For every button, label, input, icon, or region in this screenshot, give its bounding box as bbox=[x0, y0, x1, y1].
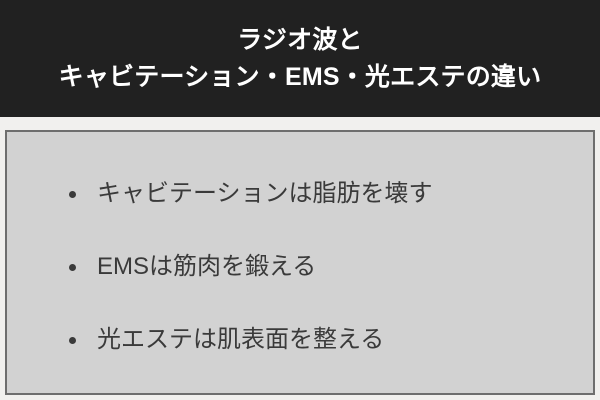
bullet-dot-icon bbox=[69, 336, 76, 344]
bullet-dot-icon bbox=[69, 190, 76, 198]
slide-header: ラジオ波と キャビテーション・EMS・光エステの違い bbox=[0, 0, 600, 117]
content-card: キャビテーションは脂肪を壊す EMSは筋肉を鍛える 光エステは肌表面を整える bbox=[5, 130, 595, 395]
list-item-label: キャビテーションは脂肪を壊す bbox=[97, 180, 433, 207]
list-item: EMSは筋肉を鍛える bbox=[69, 250, 316, 284]
list-item: キャビテーションは脂肪を壊す bbox=[69, 177, 433, 211]
list-item: 光エステは肌表面を整える bbox=[69, 323, 384, 357]
list-item-label: 光エステは肌表面を整える bbox=[97, 326, 385, 353]
bullet-list: キャビテーションは脂肪を壊す EMSは筋肉を鍛える 光エステは肌表面を整える bbox=[7, 132, 593, 393]
slide-title-line-2: キャビテーション・EMS・光エステの違い bbox=[58, 62, 542, 91]
list-item-label: EMSは筋肉を鍛える bbox=[97, 253, 317, 280]
slide-title-line-1: ラジオ波と bbox=[237, 25, 363, 54]
bullet-dot-icon bbox=[69, 263, 76, 271]
